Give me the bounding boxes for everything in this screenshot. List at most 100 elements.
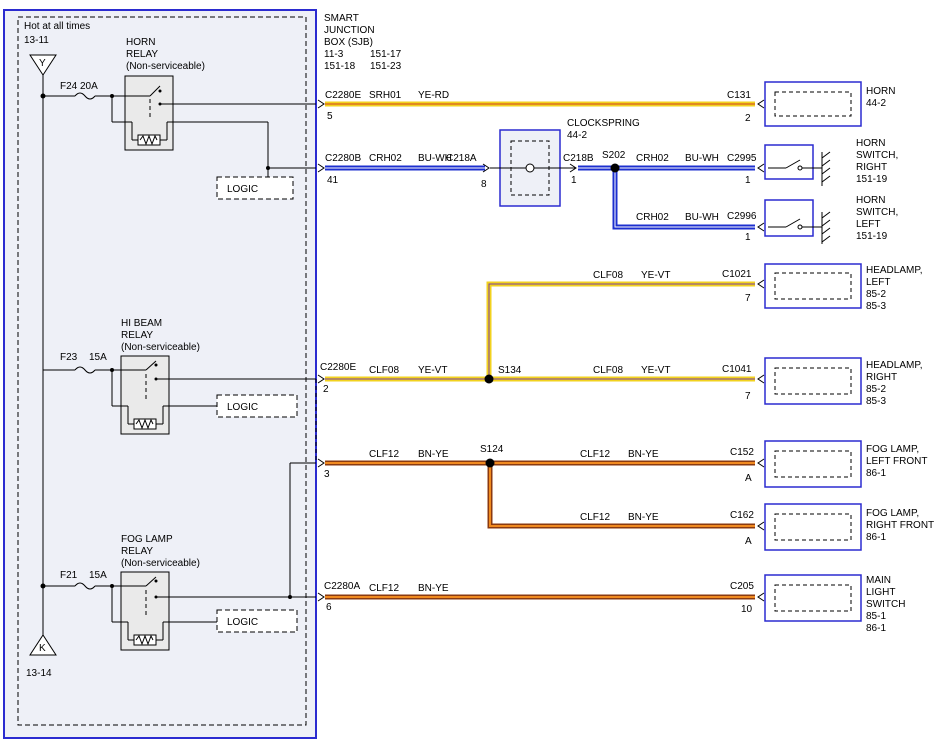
- c1041-pin: 7: [745, 391, 751, 402]
- fog-right-inner: [774, 513, 852, 541]
- clf12-d-circuit: CLF12: [369, 583, 399, 594]
- clf12-d-color: BN-YE: [418, 583, 449, 594]
- fog-right-label-3: 86-1: [866, 532, 886, 543]
- headlamp-left-box: [764, 263, 862, 309]
- clf08-a-color: YE-VT: [418, 365, 447, 376]
- c152-pin: A: [745, 473, 752, 484]
- c2280a-pin: 6: [326, 602, 332, 613]
- srh01-circuit: SRH01: [369, 90, 402, 101]
- c162-name: C162: [730, 510, 754, 521]
- headlamp-right-label-1: HEADLAMP,: [866, 360, 923, 371]
- fog-coil-zigzag: [135, 634, 154, 646]
- splice-s124: [485, 458, 495, 468]
- main-switch-label-5: 86-1: [866, 623, 886, 634]
- c2280b-name: C2280B: [325, 153, 361, 164]
- clockspring: CLOCKSPRING 44-2 C218A 8 C218B 1: [446, 118, 640, 207]
- sjb-ref-1: 11-3: [324, 49, 344, 60]
- headlamp-left-label-2: LEFT: [866, 277, 890, 288]
- arrow-c162: [757, 521, 765, 531]
- splice-s124-label: S124: [480, 444, 504, 455]
- top-bus-letter: Y: [39, 58, 46, 69]
- main-switch-box: [764, 574, 862, 622]
- main-switch-label-3: SWITCH: [866, 599, 905, 610]
- ground-left-hatch: [821, 211, 831, 243]
- wire-crh02-c-tracer: [614, 168, 755, 228]
- headlamp-left-inner: [774, 272, 852, 300]
- clf08-b-color: YE-VT: [641, 270, 670, 281]
- fog-relay-label-2: RELAY: [121, 546, 153, 557]
- device-horn-switch-right: C2995 1 HORN SWITCH, RIGHT 151-19: [727, 138, 898, 186]
- c2996-pin: 1: [745, 232, 751, 243]
- c218a-name: C218A: [446, 153, 477, 164]
- c2995-pin: 1: [745, 175, 751, 186]
- horn-box: [764, 81, 862, 127]
- headlamp-left-label-4: 85-3: [866, 301, 886, 312]
- horn-relay: HORN RELAY (Non-serviceable) F24 20A LOG…: [40, 37, 316, 200]
- clockspring-ref: 44-2: [567, 130, 587, 141]
- hibeam-relay-label-3: (Non-serviceable): [121, 342, 200, 353]
- fog-right-label-1: FOG LAMP,: [866, 508, 919, 519]
- headlamp-right-box: [764, 357, 862, 405]
- splice-s202: [610, 163, 620, 173]
- device-fog-lamp-left: C152 A FOG LAMP, LEFT FRONT 86-1: [730, 440, 927, 488]
- main-switch-label-4: 85-1: [866, 611, 886, 622]
- horn-relay-label-3: (Non-serviceable): [126, 61, 205, 72]
- c152-name: C152: [730, 447, 754, 458]
- crh02-a-color: BU-WH: [418, 153, 452, 164]
- clf08-b-circuit: CLF08: [593, 270, 623, 281]
- hot-at-all-times-label: Hot at all times: [24, 21, 90, 32]
- splice-s134-label: S134: [498, 365, 522, 376]
- device-headlamp-right: C1041 7 HEADLAMP, RIGHT 85-2 85-3: [722, 357, 923, 407]
- fuse-f23-label: F23: [60, 352, 78, 363]
- c1041-name: C1041: [722, 364, 752, 375]
- horn-switch-left-contact: [785, 218, 801, 228]
- device-headlamp-left: C1021 7 HEADLAMP, LEFT 85-2 85-3: [722, 263, 923, 312]
- horn-contact-a: [158, 89, 162, 93]
- headlamp-right-label-4: 85-3: [866, 396, 886, 407]
- wires: [325, 101, 755, 600]
- crh02-c-circuit: CRH02: [636, 212, 669, 223]
- horn-sw-left-label-4: 151-19: [856, 231, 888, 242]
- clf12-a-circuit: CLF12: [369, 449, 399, 460]
- clf12-c-circuit: CLF12: [580, 512, 610, 523]
- arrow-c2280b: [317, 163, 325, 173]
- horn-sw-left-label-3: LEFT: [856, 219, 880, 230]
- sjb-title-line-3: BOX (SJB): [324, 37, 373, 48]
- arrow-c205: [757, 592, 765, 602]
- wire-labels: SRH01 YE-RD CRH02 BU-WH CRH02 BU-WH CRH0…: [369, 90, 719, 594]
- c2280e-low-pin: 3: [324, 469, 330, 480]
- fuse-f21-icon: [74, 582, 96, 590]
- fuse-f23-amps: 15A: [89, 352, 107, 363]
- fuse-f24-amps: 20A: [80, 81, 98, 92]
- sjb-ref-2: 151-17: [370, 49, 402, 60]
- fog-left-label-3: 86-1: [866, 468, 886, 479]
- hi-beam-relay: HI BEAM RELAY (Non-serviceable) F23 15A …: [43, 318, 316, 435]
- c2995-name: C2995: [727, 153, 757, 164]
- arrow-c2995: [757, 163, 765, 173]
- c1021-name: C1021: [722, 269, 752, 280]
- bottom-ref: 13-14: [26, 668, 52, 679]
- device-fog-lamp-right: C162 A FOG LAMP, RIGHT FRONT 86-1: [730, 503, 934, 551]
- main-switch-label-2: LIGHT: [866, 587, 895, 598]
- arrow-c1041: [757, 374, 765, 384]
- hibeam-logic-box: [216, 394, 298, 418]
- arrow-c131: [757, 99, 765, 109]
- main-switch-inner: [774, 584, 852, 612]
- horn-logic-box: [216, 176, 294, 200]
- wire-clf12-b: [487, 463, 755, 529]
- sjb-connector-labels: C2280E 5 C2280B 41 C2280E 2 3 C2280A 6: [320, 90, 361, 613]
- headlamp-left-label-1: HEADLAMP,: [866, 265, 923, 276]
- sjb-title-line-1: SMART: [324, 13, 359, 24]
- horn-sw-right-label-3: RIGHT: [856, 162, 887, 173]
- horn-switch-left-box: [764, 199, 814, 237]
- hibeam-contact-a: [154, 363, 158, 367]
- c1021-pin: 7: [745, 293, 751, 304]
- hibeam-relay-label-2: RELAY: [121, 330, 153, 341]
- wire-clf12-b-tracer: [489, 463, 755, 527]
- bottom-bus-triangle: [29, 634, 57, 656]
- clf08-c-circuit: CLF08: [593, 365, 623, 376]
- horn-inner: [774, 91, 852, 117]
- horn-label-1: HORN: [866, 86, 895, 97]
- c2280e-top-name: C2280E: [325, 90, 361, 101]
- c2280e-top-pin: 5: [327, 111, 333, 122]
